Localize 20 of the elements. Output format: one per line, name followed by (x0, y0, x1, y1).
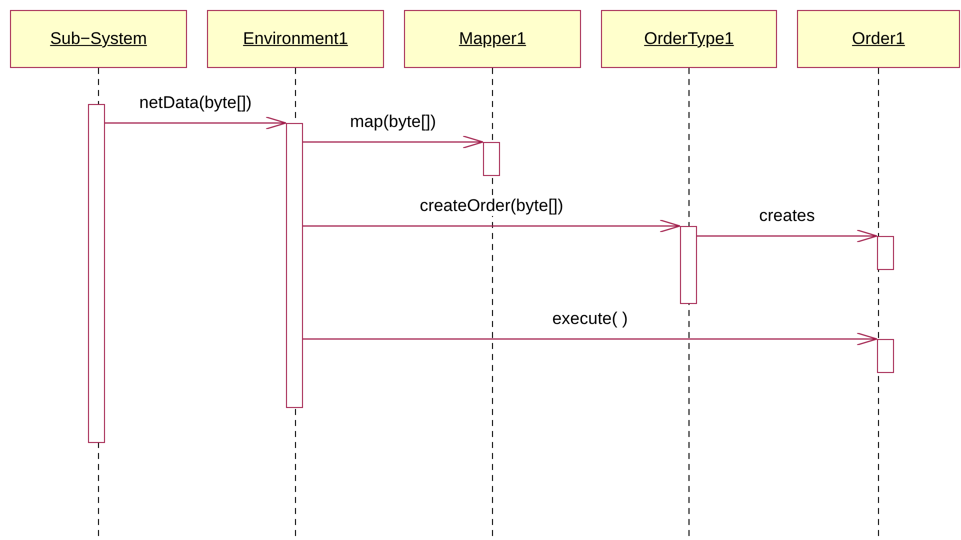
message-arrow (105, 116, 287, 130)
message-arrow (303, 135, 484, 149)
object-box: Environment1 (207, 10, 384, 68)
activation-bar (483, 142, 500, 176)
activation-bar (286, 123, 303, 408)
object-box: Mapper1 (404, 10, 581, 68)
message-label: netData(byte[]) (137, 93, 254, 113)
message-arrow (303, 332, 878, 346)
activation-bar (877, 339, 894, 373)
message-arrow (303, 219, 681, 233)
activation-bar (88, 104, 105, 443)
object-box: Order1 (797, 10, 960, 68)
message-label: map(byte[]) (348, 112, 438, 132)
activation-bar (680, 226, 697, 304)
message-label: execute( ) (550, 309, 630, 329)
object-box: OrderType1 (601, 10, 777, 68)
activation-bar (877, 236, 894, 270)
message-arrow (697, 229, 878, 243)
object-box: Sub−System (10, 10, 187, 68)
message-label: createOrder(byte[]) (418, 196, 566, 216)
